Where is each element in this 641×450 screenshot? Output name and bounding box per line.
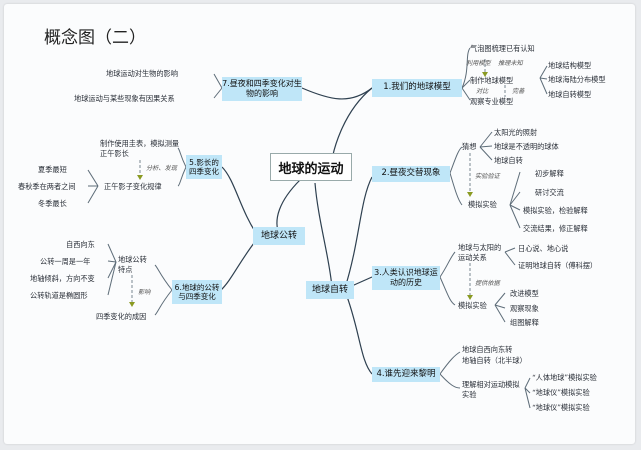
t6-feat-1: 自西向东	[66, 240, 95, 249]
topic-2: 2.昼夜交替现象	[372, 166, 450, 182]
t2-exp-3: 模拟实验，检验解释	[523, 206, 588, 215]
t4-reason: 理解相对运动模拟实验	[462, 380, 520, 399]
t1-sub-a: 制作地球模型	[470, 76, 514, 85]
t4-item-3: “地球仪”模拟实验	[532, 403, 590, 412]
t4-line-2: 地轴自转（北半球）	[462, 356, 527, 365]
t3-exp: 模拟实验	[458, 301, 487, 310]
t2-exp: 模拟实验	[468, 200, 497, 209]
t5-season-3: 冬季最长	[38, 199, 67, 208]
t2-exp-2: 研讨交流	[535, 188, 564, 197]
t6-feat: 地球公转特点	[118, 255, 147, 274]
t2-hyp-1: 太阳光的照射	[494, 128, 538, 137]
t1-box-2: 地球海陆分布模型	[548, 75, 606, 84]
center-node: 地球的运动	[270, 153, 352, 181]
t2-hyp-2: 地球是不透明的球体	[494, 142, 559, 151]
t5-rule: 正午影子变化规律	[104, 182, 162, 191]
topic-6: 6.地球的公转与四季变化	[172, 280, 222, 304]
t4-line-1: 地球自西向东转	[462, 345, 513, 354]
t7-item-2: 地球运动与某些现象有因果关系	[74, 94, 175, 103]
t2-verify: 实验验证	[475, 173, 500, 180]
t1-note-d: 完善	[512, 88, 525, 95]
t5-note: 分析、发现	[146, 165, 177, 172]
t1-sub-b: 观察专业模型	[470, 97, 514, 106]
topic-4: 4.谁先迎来黎明	[372, 367, 440, 382]
t3-exp-2: 观察现象	[510, 304, 539, 313]
branch-rotation: 地球自转	[306, 281, 354, 299]
t6-feat-4: 公转轨道是椭圆形	[30, 291, 88, 300]
t1-note-b: 推理未知	[498, 60, 523, 67]
paper-sheet	[4, 4, 635, 444]
t4-item-2: “地球仪”模拟实验	[532, 388, 590, 397]
t5-tool: 制作使用圭表，模拟测量正午影长	[100, 139, 180, 158]
topic-1: 1.我们的地球模型	[372, 79, 462, 97]
t5-season-1: 夏季最短	[38, 165, 67, 174]
branch-revolution: 地球公转	[253, 227, 305, 245]
t3-theory-2: 证明地球自转（傅科摆）	[518, 261, 598, 270]
t6-influence: 影响	[138, 289, 151, 296]
t3-evidence: 提供依据	[475, 280, 500, 287]
t1-note-c: 对比	[476, 88, 489, 95]
t2-exp-4: 交流结果，修正解释	[523, 224, 588, 233]
t3-rel: 地球与太阳的运动关系	[458, 243, 502, 262]
t6-cause: 四季变化的成因	[96, 312, 147, 321]
t1-note-a: 利用模型	[466, 60, 491, 67]
topic-3: 3.人类认识地球运动的历史	[372, 266, 440, 290]
t2-exp-1: 初步解释	[535, 169, 564, 178]
t6-feat-3: 地轴倾斜，方向不变	[30, 274, 95, 283]
t3-exp-1: 改进模型	[510, 289, 539, 298]
t2-hyp-3: 地球自转	[494, 156, 523, 165]
t4-item-1: “人体地球”模拟实验	[532, 373, 597, 382]
topic-7: 7.昼夜和四季变化对生物的影响	[222, 77, 302, 101]
t6-feat-2: 公转一周是一年	[40, 257, 91, 266]
t1-box-1: 地球结构模型	[548, 61, 592, 70]
t3-theory-1: 日心说、地心说	[518, 244, 569, 253]
t3-exp-3: 组图解释	[510, 318, 539, 327]
t7-item-1: 地球运动对生物的影响	[106, 69, 178, 78]
t1-top: 气泡图梳理已有认知	[470, 44, 535, 53]
page-title: 概念图（二）	[44, 28, 146, 48]
topic-5: 5.影长的四季变化	[186, 155, 222, 179]
t2-hyp: 猜想	[462, 142, 477, 151]
t5-season-2: 春秋季在两者之间	[18, 182, 76, 191]
t1-box-3: 地球自转模型	[548, 90, 592, 99]
